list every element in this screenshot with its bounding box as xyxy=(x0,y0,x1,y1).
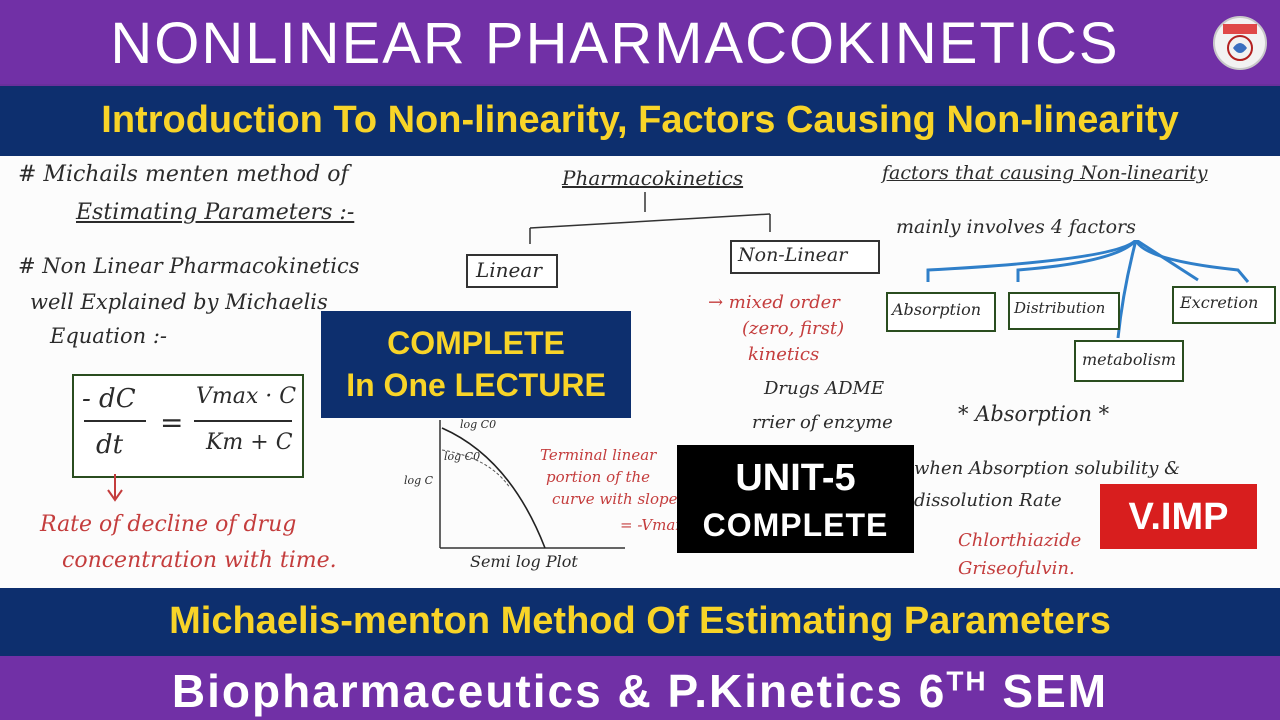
eq-lhs-bottom: dt xyxy=(96,430,124,460)
example-2: Griseofulvin. xyxy=(958,558,1075,579)
pk-branch-arrows-icon xyxy=(529,192,771,244)
course-title-prefix: Biopharmaceutics & P.Kinetics 6 xyxy=(171,665,947,717)
linear-label: Linear xyxy=(476,258,542,282)
metabolism-box: metabolism xyxy=(1074,340,1184,382)
nonlinear-label: Non-Linear xyxy=(738,244,848,266)
nl-item-1: → mixed order xyxy=(708,292,840,313)
nl-item-3: kinetics xyxy=(748,344,820,365)
complete-lecture-badge: COMPLETE In One LECTURE xyxy=(321,311,631,418)
rate-line-2: concentration with time. xyxy=(62,548,337,573)
subtitle-banner: Introduction To Non-linearity, Factors C… xyxy=(0,86,1280,156)
complete-badge-line-1: COMPLETE xyxy=(387,325,565,361)
eq-lhs-top: - dC xyxy=(82,384,136,414)
course-title: Biopharmaceutics & P.Kinetics 6TH SEM xyxy=(0,664,1280,718)
eq-lhs-fraction-line xyxy=(84,420,146,422)
metabolism-label: metabolism xyxy=(1082,350,1177,369)
top-banner: NONLINEAR PHARMACOKINETICS xyxy=(0,0,1280,84)
distribution-box: Distribution xyxy=(1008,292,1120,330)
factors-intro: mainly involves 4 factors xyxy=(896,216,1136,238)
pharmacy-logo-icon xyxy=(1213,16,1267,70)
unit-badge-line-1: UNIT-5 xyxy=(735,457,856,499)
left-heading-2: Estimating Parameters :- xyxy=(76,200,355,225)
equation-box: - dC dt = Vmax · C Km + C xyxy=(72,374,304,478)
graph-caption: Semi log Plot xyxy=(470,552,578,571)
abs-line-2: dissolution Rate xyxy=(914,490,1062,511)
vimp-badge: V.IMP xyxy=(1100,484,1257,549)
left-line-1: # Non Linear Pharmacokinetics xyxy=(18,254,360,278)
semi-log-graph-icon xyxy=(439,420,625,549)
unit-badge-line-2: COMPLETE xyxy=(702,507,889,543)
eq-equals: = xyxy=(160,406,184,439)
graph-logc: log C xyxy=(404,474,434,487)
handwritten-notes-area: # Michails menten method of Estimating P… xyxy=(0,156,1280,588)
logo-emblem-icon xyxy=(1223,24,1257,61)
graph-logc0: log C0 xyxy=(460,418,497,431)
left-heading-1: # Michails menten method of xyxy=(18,162,349,187)
vimp-label: V.IMP xyxy=(1128,496,1229,538)
complete-badge-line-2: In One LECTURE xyxy=(346,367,606,403)
course-title-sup: TH xyxy=(946,665,988,697)
course-title-suffix: SEM xyxy=(987,665,1109,717)
abs-line-1: when Absorption solubility & xyxy=(914,458,1181,479)
linear-box: Linear xyxy=(466,254,558,288)
left-line-3: Equation :- xyxy=(50,324,167,348)
down-arrow-icon xyxy=(107,474,123,502)
eq-rhs-top: Vmax · C xyxy=(196,384,297,409)
pk-title: Pharmacokinetics xyxy=(562,166,744,190)
method-banner: Michaelis-menton Method Of Estimating Pa… xyxy=(0,588,1280,656)
absorption-label: Absorption xyxy=(892,300,982,319)
excretion-box: Excretion xyxy=(1172,286,1276,324)
terminal-4: = -Vmax xyxy=(620,516,684,534)
main-title: NONLINEAR PHARMACOKINETICS xyxy=(110,11,1120,76)
method-title: Michaelis-menton Method Of Estimating Pa… xyxy=(169,600,1111,642)
excretion-label: Excretion xyxy=(1180,293,1259,312)
terminal-1: Terminal linear xyxy=(540,446,657,464)
unit-badge: UNIT-5 COMPLETE xyxy=(677,445,914,553)
nl-item-5: rrier of enzyme xyxy=(752,412,893,433)
example-1: Chlorthiazide xyxy=(958,530,1082,551)
absorption-box: Absorption xyxy=(886,292,996,332)
eq-rhs-fraction-line xyxy=(194,420,292,422)
nl-item-2: (zero, first) xyxy=(742,318,845,339)
course-banner: Biopharmaceutics & P.Kinetics 6TH SEM xyxy=(0,656,1280,720)
terminal-2: portion of the xyxy=(546,468,651,486)
eq-rhs-bottom: Km + C xyxy=(206,430,293,455)
terminal-3: curve with slope xyxy=(552,490,678,508)
rate-line-1: Rate of decline of drug xyxy=(40,512,297,537)
absorption-heading: * Absorption * xyxy=(958,402,1110,426)
distribution-label: Distribution xyxy=(1014,299,1106,317)
graph-logc0b: log C0 xyxy=(444,450,481,463)
nl-item-4: Drugs ADME xyxy=(764,378,885,399)
left-line-2: well Explained by Michaelis xyxy=(30,290,328,314)
subtitle: Introduction To Non-linearity, Factors C… xyxy=(101,99,1179,141)
nonlinear-box: Non-Linear xyxy=(730,240,880,274)
factors-title: factors that causing Non-linearity xyxy=(882,162,1208,184)
